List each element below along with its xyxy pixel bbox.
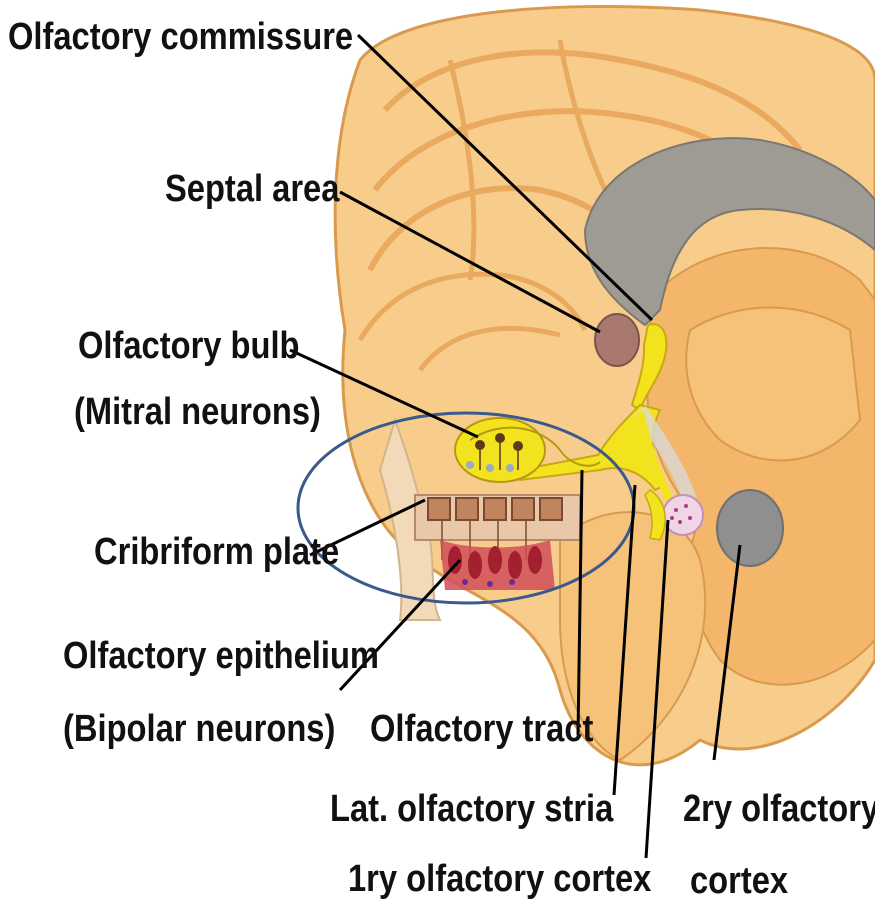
label-olfactory-tract: Olfactory tract [370,710,593,748]
label-primary-olfactory-cortex: 1ry olfactory cortex [348,860,651,898]
label-septal-area: Septal area [165,170,339,208]
brain-hemisphere [335,7,875,765]
label-cribriform-plate: Cribriform plate [94,533,339,571]
secondary-olfactory-cortex-structure [717,490,783,566]
label-bipolar-neurons: (Bipolar neurons) [63,710,335,748]
label-secondary-olfactory-cortex-line1: 2ry olfactory [683,790,875,828]
label-olfactory-bulb: Olfactory bulb [78,327,300,365]
label-mitral-neurons: (Mitral neurons) [74,393,321,431]
label-secondary-olfactory-cortex-line2: cortex [690,862,788,900]
label-lat-olfactory-stria: Lat. olfactory stria [330,790,613,828]
label-olfactory-commissure: Olfactory commissure [8,18,353,56]
label-olfactory-epithelium: Olfactory epithelium [63,637,379,675]
septal-area-structure [595,314,639,366]
primary-olfactory-cortex-structure [663,495,703,535]
